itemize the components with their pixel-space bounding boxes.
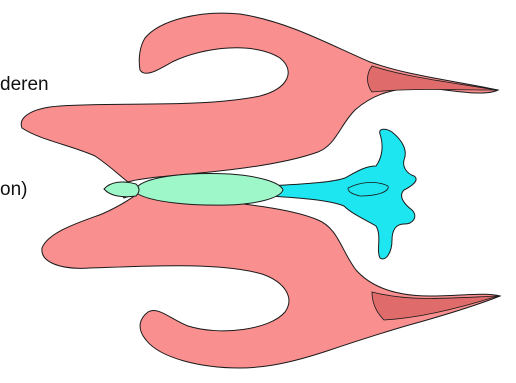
- upper-red-structure: [21, 13, 498, 182]
- green-tip: [104, 182, 139, 197]
- label-upper-fragment: deren: [0, 75, 49, 94]
- lower-red-structure: [42, 192, 500, 368]
- green-structure: [138, 174, 283, 206]
- label-middle-fragment: on): [0, 180, 27, 199]
